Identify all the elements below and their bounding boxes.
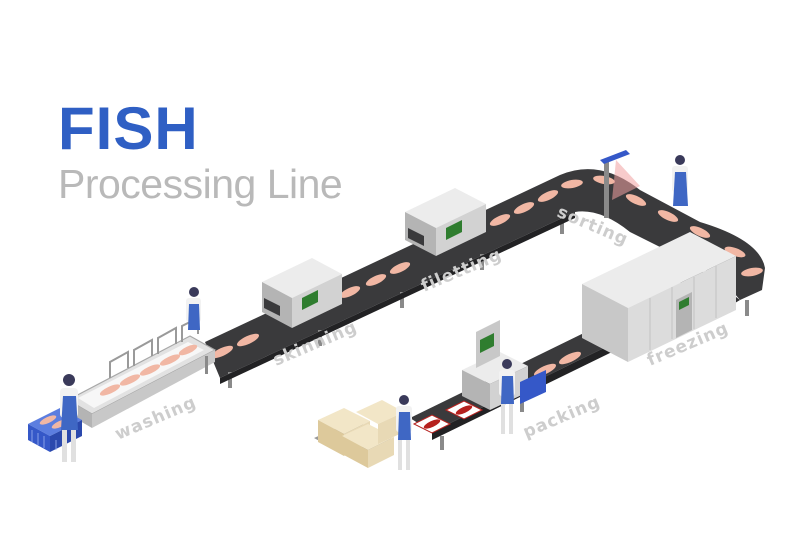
worker-washing <box>60 374 78 462</box>
cardboard-boxes <box>314 400 404 468</box>
freezing-tunnel <box>582 232 736 362</box>
title-processing-line: Processing Line <box>58 161 343 207</box>
worker-packing <box>499 359 515 434</box>
sorting-scanner <box>600 150 640 218</box>
filetting-machine <box>405 188 486 256</box>
freezing-screen <box>679 297 689 310</box>
skinning-screen <box>302 290 318 310</box>
fish-fillets <box>210 175 763 377</box>
worker-boxes <box>396 395 412 470</box>
belt-upper-run <box>205 169 765 378</box>
label-packing: packing <box>520 392 603 442</box>
worker-skinning <box>186 287 201 330</box>
packing-screen <box>480 333 494 353</box>
title-fish: FISH <box>58 95 199 162</box>
scanner-beam <box>612 160 640 200</box>
packed-trays <box>412 400 484 434</box>
washing-machine <box>66 316 217 432</box>
skinning-machine <box>262 258 342 328</box>
filetting-screen <box>446 220 462 240</box>
worker-sorting <box>672 155 688 206</box>
fish-in-wash <box>99 344 198 396</box>
